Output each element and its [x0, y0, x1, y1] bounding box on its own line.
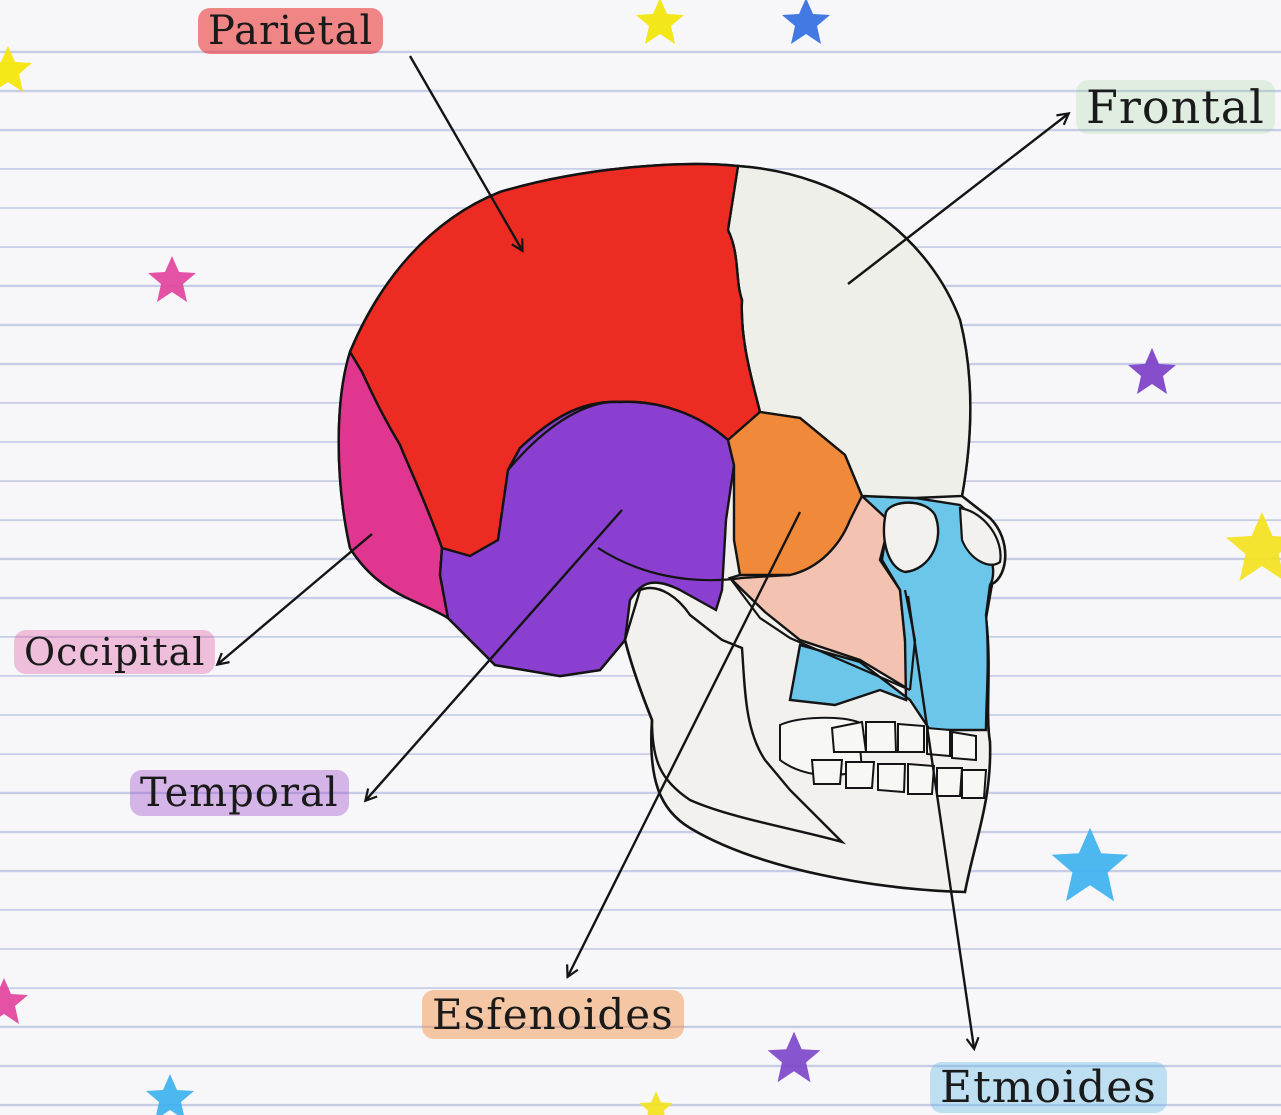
- star-icon: [0, 46, 32, 92]
- star-icon: [1128, 348, 1176, 394]
- star-icon: [146, 1074, 194, 1115]
- star-icon: [0, 978, 28, 1024]
- star-icon: [639, 1091, 673, 1115]
- star-icon: [768, 1032, 821, 1083]
- label-etmoides: Etmoides: [930, 1062, 1167, 1113]
- star-icon: [782, 0, 830, 44]
- star-icon: [148, 256, 196, 302]
- label-occipital: Occipital: [14, 630, 215, 674]
- star-icon: [1052, 828, 1129, 902]
- star-icon: [636, 0, 684, 44]
- arrow-frontal: [848, 114, 1068, 284]
- arrow-occipital: [218, 534, 372, 664]
- label-parietal: Parietal: [198, 8, 383, 54]
- star-icon: [1226, 512, 1281, 581]
- label-esfenoides: Esfenoides: [422, 990, 684, 1039]
- label-temporal: Temporal: [130, 770, 349, 816]
- label-frontal: Frontal: [1076, 80, 1275, 134]
